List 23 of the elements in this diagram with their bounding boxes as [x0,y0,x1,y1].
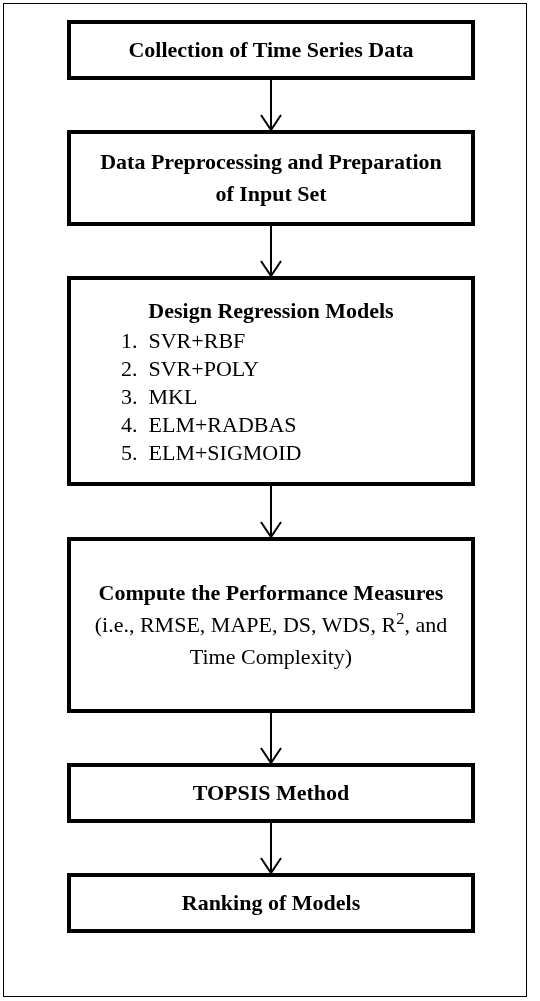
arrow [260,225,282,278]
box-heading: Ranking of Models [180,889,362,917]
arrow [260,822,282,875]
process-box [67,20,475,80]
arrow [260,485,282,539]
list-item: 3. MKL [120,383,199,411]
arrow [260,79,282,132]
box-heading: Design Regression Models [147,297,395,325]
box-heading: TOPSIS Method [191,779,351,807]
process-box [67,873,475,933]
process-box [67,537,475,713]
arrow [260,712,282,765]
box-text: (i.e., RMSE, MAPE, DS, WDS, R$^{2}$, and Time Complexity) [93,609,449,671]
list-item: 1. SVR+RBF [120,327,247,355]
process-box [67,276,475,486]
process-box [67,130,475,226]
list-item: 2. SVR+POLY [120,355,260,383]
box-heading: Compute the Performance Measures [97,579,445,607]
box-heading: Data Preprocessing and Preparation of Input Set [99,148,443,208]
list-item: 4. ELM+RADBAS [120,411,298,439]
process-box [67,763,475,823]
list-item: 5. ELM+SIGMOID [120,439,303,467]
box-heading: Collection of Time Series Data [127,36,415,64]
